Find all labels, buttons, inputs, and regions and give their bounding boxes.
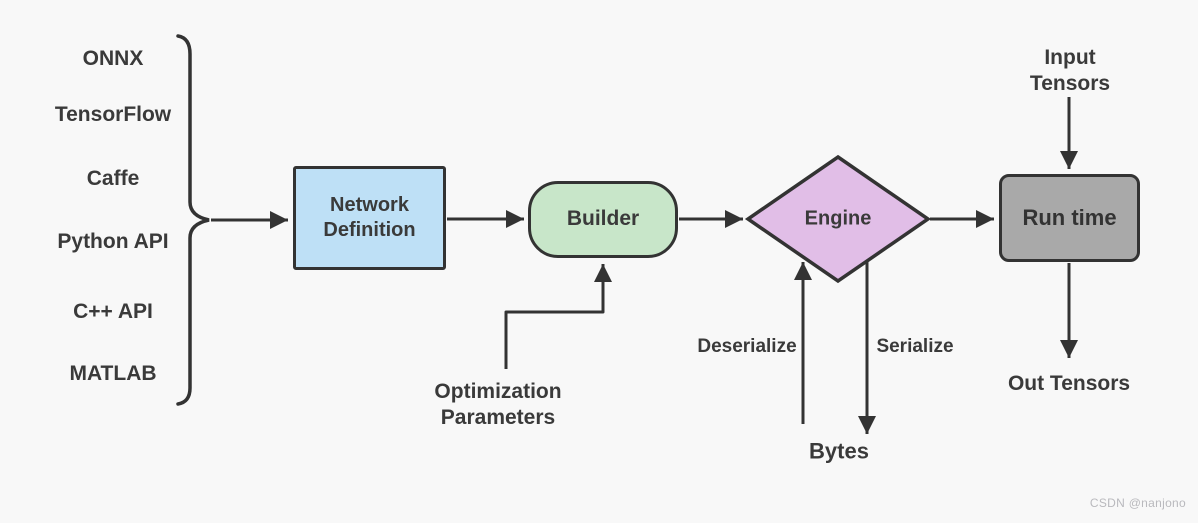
label-serialize: Serialize [876, 336, 954, 358]
source-label-tensorflow: TensorFlow [54, 102, 172, 126]
node-network-definition: Network Definition [293, 166, 446, 270]
source-label-caffe: Caffe [86, 166, 140, 190]
label-bytes: Bytes [809, 438, 869, 464]
watermark: CSDN @nanjono [1089, 496, 1186, 510]
label-out-tensors: Out Tensors [1007, 371, 1131, 395]
label-input-tensors: Input Tensors [1029, 45, 1111, 95]
node-builder: Builder [528, 181, 678, 258]
source-label-cpp-api: C++ API [73, 299, 153, 323]
engine-diamond-shape [744, 154, 932, 284]
source-label-onnx: ONNX [82, 46, 144, 70]
node-engine-label: Engine [804, 207, 872, 230]
sources-brace [176, 34, 210, 406]
node-runtime: Run time [999, 174, 1140, 262]
label-deserialize: Deserialize [697, 336, 797, 358]
arrow-optimization-parameters-to-builder [504, 264, 612, 369]
source-label-python-api: Python API [57, 229, 169, 253]
label-optimization-parameters: Optimization Parameters [434, 379, 562, 429]
source-label-matlab: MATLAB [69, 361, 157, 385]
